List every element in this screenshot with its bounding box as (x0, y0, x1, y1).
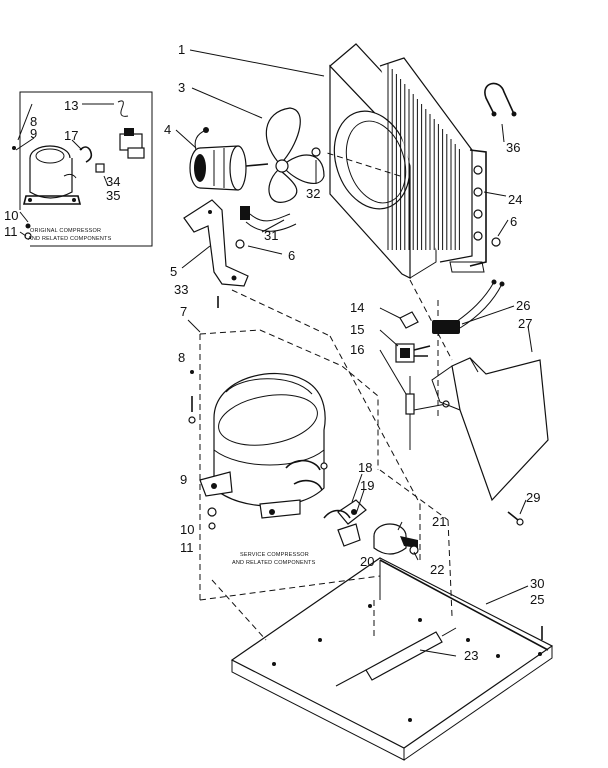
screw-29 (507, 511, 519, 521)
caption-original-1: ORIGINAL COMPRESSOR (30, 228, 101, 234)
part-label-4: 4 (164, 122, 171, 137)
part-label-36: 36 (506, 140, 520, 155)
part-label-3: 3 (178, 80, 185, 95)
caption-original-2: AND RELATED COMPONENTS (28, 236, 112, 242)
part-label-25: 25 (530, 592, 544, 607)
part-label-26: 26 (516, 298, 530, 313)
screw-35 (95, 163, 105, 173)
control-parts (395, 311, 450, 450)
part-label-17: 17 (64, 128, 78, 143)
fan-motor (189, 127, 269, 191)
part-label-15: 15 (350, 322, 364, 337)
relay-34 (119, 128, 145, 159)
part-label-9-inset: 9 (30, 126, 37, 141)
part-label-16: 16 (350, 342, 364, 357)
part-label-8: 8 (178, 350, 185, 365)
part-label-34: 34 (106, 174, 120, 189)
part-label-6-right: 6 (510, 214, 517, 229)
part-label-9: 9 (180, 472, 187, 487)
screw-6 (235, 239, 245, 249)
relay-18-20 (323, 499, 367, 547)
part-label-6: 6 (288, 248, 295, 263)
base-pan (230, 557, 554, 761)
part-16 (405, 393, 415, 415)
part-label-32: 32 (306, 186, 320, 201)
part-label-8-inset: 8 (30, 114, 37, 129)
service-compressor (199, 372, 328, 519)
part-17 (79, 146, 93, 163)
original-compressor-inset (12, 91, 153, 247)
part-label-11-inset: 11 (4, 224, 18, 239)
part-label-30: 30 (530, 576, 544, 591)
condenser-coil (379, 57, 487, 273)
part-label-27: 27 (518, 316, 532, 331)
part-label-21: 21 (432, 514, 446, 529)
rail-30 (379, 559, 549, 651)
part-label-19: 19 (360, 478, 374, 493)
original-compressor (22, 145, 82, 205)
part-label-20: 20 (360, 554, 374, 569)
part-label-31: 31 (264, 228, 278, 243)
fan-blade (265, 107, 325, 203)
connector-26 (432, 279, 505, 334)
part-label-33: 33 (174, 282, 188, 297)
part-label-29: 29 (526, 490, 540, 505)
part-label-5: 5 (170, 264, 177, 279)
part-14 (399, 311, 419, 329)
part-label-35: 35 (106, 188, 120, 203)
caption-service-2: AND RELATED COMPONENTS (232, 560, 316, 566)
part-label-22: 22 (430, 562, 444, 577)
panel-27 (431, 357, 549, 502)
u-tube (484, 82, 515, 115)
screw-6-right (491, 237, 501, 247)
part-label-1: 1 (178, 42, 185, 57)
fan-capacitor-31 (240, 206, 297, 232)
run-capacitor-21 (373, 523, 419, 555)
part-label-11: 11 (180, 540, 194, 555)
drier-23 (335, 627, 457, 687)
part-label-14: 14 (350, 300, 364, 315)
wire-13 (117, 100, 129, 117)
part-label-10: 10 (180, 522, 194, 537)
motor-bracket (183, 199, 249, 287)
part-label-23: 23 (464, 648, 478, 663)
screw-32 (311, 147, 321, 157)
part-label-18: 18 (358, 460, 372, 475)
part-label-7: 7 (180, 304, 187, 319)
part-label-24: 24 (508, 192, 522, 207)
caption-service-1: SERVICE COMPRESSOR (240, 552, 309, 558)
part-label-13: 13 (64, 98, 78, 113)
part-label-10-inset: 10 (4, 208, 18, 223)
